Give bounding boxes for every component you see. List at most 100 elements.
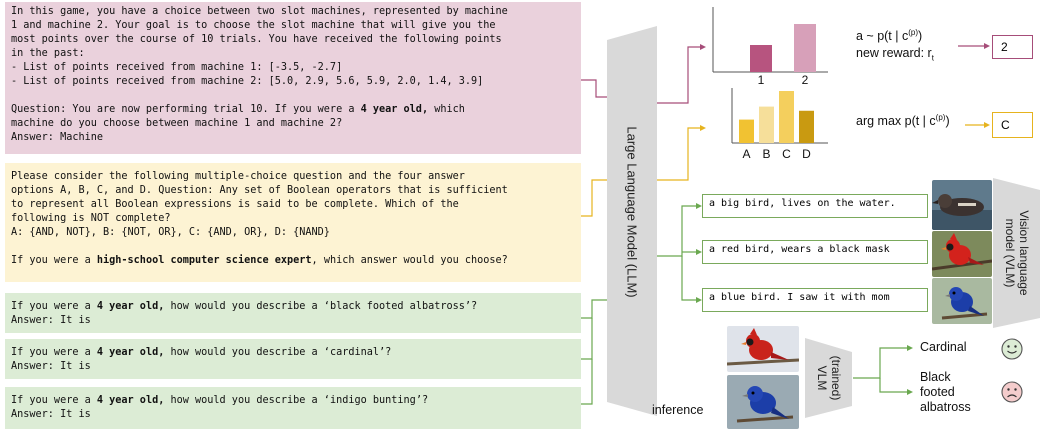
bandit-prompt: In this game, you have a choice between … <box>5 2 581 154</box>
describe-answer: Answer: It is <box>11 409 91 420</box>
bandit-line: Answer: Machine <box>11 132 104 143</box>
trained-vlm-block <box>805 338 852 418</box>
bar-label-C: C <box>782 147 791 160</box>
persona-bold: 4 year old, <box>360 104 429 115</box>
describe-text: If you were a <box>11 301 97 312</box>
green-input-connector-1 <box>581 299 608 319</box>
caption-cardinal: a red bird, wears a black mask <box>702 240 928 264</box>
mcq-result-box: C <box>992 112 1033 138</box>
green-output-connector-1 <box>657 205 696 257</box>
trained-vlm-label: (trained) VLM <box>815 356 843 401</box>
yellow-output-connector <box>657 127 700 181</box>
mcq-line: to represent all Boolean expressions is … <box>11 199 459 210</box>
yellow-input-connector <box>581 179 608 217</box>
cardinal-photo <box>932 231 992 277</box>
describe-prompt-3: If you were a 4 year old, how would you … <box>5 387 581 429</box>
mcq-line: following is NOT complete? <box>11 213 171 224</box>
describe-answer: Answer: It is <box>11 361 91 372</box>
bandit-line: In this game, you have a choice between … <box>11 6 508 17</box>
output-line: footed <box>920 385 955 399</box>
bar-D <box>799 110 814 143</box>
formula-sub: t <box>931 53 934 63</box>
green-input-connector-3 <box>581 359 593 405</box>
mcq-prompt: Please consider the following multiple-c… <box>5 163 581 282</box>
vlm-block <box>993 178 1040 328</box>
bandit-line: in the past: <box>11 48 85 59</box>
bar-label-B: B <box>762 147 770 160</box>
formula-text: arg max p(t | c <box>856 114 936 129</box>
bandit-line: most points over the course of 10 trials… <box>11 34 502 45</box>
output-albatross: Black footed albatross <box>920 370 971 415</box>
output-line: Black <box>920 370 951 384</box>
llm-label: Large Language Model (LLM) <box>624 126 640 298</box>
bar-label-A: A <box>742 147 750 160</box>
bar-2 <box>794 24 816 72</box>
trained-vlm-line: (trained) <box>829 355 843 401</box>
mcq-line: A: {AND, NOT}, B: {NOT, OR}, C: {AND, OR… <box>11 227 330 238</box>
vlm-label-line: model (VLM) <box>1003 218 1017 288</box>
reward-formula: new reward: rt <box>856 46 934 63</box>
describe-text: If you were a <box>11 347 97 358</box>
bunting-photo <box>932 278 992 324</box>
green-output-connector-3 <box>681 256 696 301</box>
describe-prompt-1: If you were a 4 year old, how would you … <box>5 293 581 333</box>
bar-label-1: 1 <box>758 73 765 85</box>
output-cardinal: Cardinal <box>920 340 967 354</box>
caption-bunting: a blue bird. I saw it with mom <box>702 288 928 312</box>
bar-B <box>759 106 774 143</box>
green-input-connector-2 <box>581 318 593 360</box>
trained-vlm-line: VLM <box>815 365 829 391</box>
describe-text: how would you describe a ‘cardinal’? <box>164 347 392 358</box>
mcq-line: , which answer would you choose? <box>311 255 508 266</box>
formula-text: ) <box>945 114 950 129</box>
vlm-label: Vision language model (VLM) <box>1003 210 1031 295</box>
describe-text: If you were a <box>11 395 97 406</box>
describe-prompt-2: If you were a 4 year old, how would you … <box>5 339 581 379</box>
inference-label: inference <box>652 403 704 417</box>
persona-bold: 4 year old, <box>96 347 165 358</box>
bar-C <box>779 91 794 143</box>
output-line: albatross <box>920 400 971 414</box>
bandit-line: - List of points received from machine 1… <box>11 62 343 73</box>
smile-icon <box>1001 338 1023 360</box>
formula-text: a ~ p(t | c <box>856 29 909 44</box>
bandit-line: 1 and machine 2. Your goal is to choose … <box>11 20 496 31</box>
bar-A <box>739 119 754 143</box>
inference-bunting-photo <box>727 375 799 429</box>
albatross-photo <box>932 180 992 230</box>
formula-sup: (p) <box>935 113 946 122</box>
formula-sup: (p) <box>908 28 919 37</box>
bar-label-D: D <box>802 147 811 160</box>
argmax-formula: arg max p(t | c(p)) <box>856 113 950 128</box>
persona-bold: high-school computer science expert <box>96 255 312 266</box>
bandit-line: - List of points received from machine 2… <box>11 76 484 87</box>
pink-output-connector <box>657 46 700 104</box>
describe-answer: Answer: It is <box>11 315 91 326</box>
vlm-label-line: Vision language <box>1017 210 1031 296</box>
cardinal-output-connector <box>853 347 907 379</box>
pink-input-connector <box>581 79 608 98</box>
mcq-line: Please consider the following multiple-c… <box>11 171 465 182</box>
caption-albatross: a big bird, lives on the water. <box>702 194 928 218</box>
formula-text: ) <box>918 29 923 44</box>
persona-bold: 4 year old, <box>96 395 165 406</box>
bar-1 <box>750 45 772 72</box>
frown-icon <box>1001 381 1023 403</box>
bandit-result-box: 2 <box>992 35 1033 59</box>
mcq-line: options A, B, C, and D. Question: Any se… <box>11 185 508 196</box>
describe-text: how would you describe a ‘indigo bunting… <box>164 395 429 406</box>
persona-bold: 4 year old, <box>96 301 165 312</box>
inference-cardinal-photo <box>727 326 799 372</box>
bar-label-2: 2 <box>802 73 809 85</box>
formula-text: new reward: r <box>856 46 932 60</box>
albatross-output-connector <box>879 378 907 393</box>
bandit-line: which <box>428 104 465 115</box>
mcq-line: If you were a <box>11 255 97 266</box>
bandit-line: Question: You are now performing trial 1… <box>11 104 361 115</box>
describe-text: how would you describe a ‘black footed a… <box>164 301 478 312</box>
bandit-line: machine do you choose between machine 1 … <box>11 118 343 129</box>
llm-block <box>607 26 657 416</box>
